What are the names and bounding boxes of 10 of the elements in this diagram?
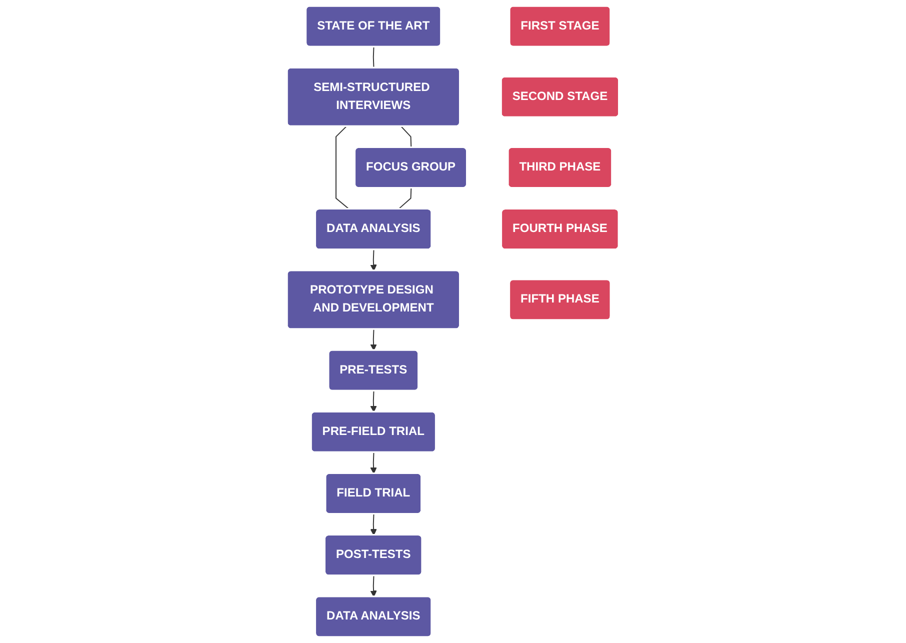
- connector: [400, 126, 412, 148]
- connector: [336, 126, 350, 210]
- arrow: [370, 575, 377, 598]
- arrow: [370, 328, 377, 351]
- connector: [372, 46, 374, 68]
- arrow: [370, 514, 377, 536]
- arrow: [370, 390, 377, 412]
- arrow: [370, 452, 377, 474]
- arrow: [370, 249, 377, 272]
- connector: [398, 188, 412, 210]
